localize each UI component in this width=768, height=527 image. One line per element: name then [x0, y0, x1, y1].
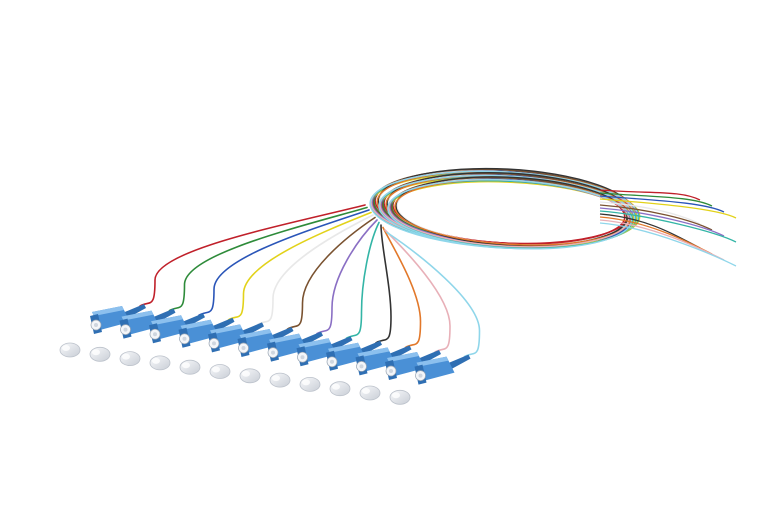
dust-cap: [299, 376, 321, 392]
dust-cap: [389, 389, 411, 405]
dust-cap-highlight: [212, 366, 220, 373]
ferrule-core: [94, 323, 98, 327]
ferrule-core: [271, 350, 275, 355]
fiber-end: [599, 207, 725, 237]
dust-cap-highlight: [62, 345, 70, 351]
fiber-strands: [139, 204, 481, 358]
dust-cap-highlight: [272, 375, 280, 382]
connector-top: [387, 352, 419, 362]
dust-cap: [179, 359, 201, 375]
dust-cap: [329, 381, 351, 397]
fiber-end: [599, 204, 713, 231]
ferrule-core: [330, 359, 334, 364]
dust-cap: [59, 342, 81, 358]
fiber-strand: [384, 229, 451, 353]
dust-cap-highlight: [152, 357, 160, 364]
dust-cap: [209, 364, 231, 379]
dust-cap: [359, 385, 381, 401]
dust-cap-highlight: [392, 392, 400, 399]
dust-cap: [89, 346, 111, 362]
connector-top: [298, 338, 331, 349]
dust-cap-body: [269, 372, 291, 388]
dust-cap-highlight: [122, 353, 130, 360]
fiber-strand: [375, 224, 392, 344]
ferrule-core: [212, 341, 216, 346]
fiber-end: [599, 195, 725, 213]
connector-top: [416, 356, 449, 367]
dust-cap: [149, 355, 171, 371]
dust-cap-highlight: [362, 388, 370, 394]
fiber-strand: [139, 204, 366, 307]
ferrule-core: [241, 346, 246, 350]
coil-loop: [387, 179, 633, 250]
fiber-end: [599, 210, 737, 243]
ferrule-core: [123, 327, 128, 332]
fiber-strand: [168, 206, 368, 312]
fiber-end: [599, 198, 737, 219]
connector-top: [269, 333, 301, 344]
fiber-strand: [386, 231, 481, 358]
coil-loop: [395, 176, 629, 247]
sc-connectors: [90, 304, 471, 385]
ferrule-core: [300, 355, 305, 360]
dust-cap-highlight: [92, 349, 100, 356]
connector-top: [121, 310, 154, 321]
dust-cap-body: [59, 342, 81, 358]
fiber-end: [599, 192, 713, 207]
fiber-strand: [345, 221, 380, 339]
fiber-end: [599, 189, 701, 201]
ferrule-core: [153, 332, 157, 337]
dust-cap-body: [149, 355, 171, 371]
dust-cap-body: [299, 376, 321, 392]
ferrule-core: [359, 364, 364, 369]
fiber-strand: [316, 219, 378, 335]
ferrule-core: [418, 373, 423, 378]
dust-cap-highlight: [242, 370, 250, 377]
connector-top: [151, 315, 183, 326]
dust-cap-body: [119, 351, 141, 367]
connector-top: [180, 319, 213, 330]
dust-cap-body: [89, 346, 111, 362]
dust-cap-body: [239, 368, 261, 384]
dust-cap: [269, 372, 291, 388]
fiber-strand: [257, 214, 374, 326]
dust-cap-body: [389, 389, 411, 405]
ferrule-core: [182, 336, 187, 341]
fiber-strand: [382, 226, 422, 349]
sc-connector: [326, 340, 382, 371]
dust-cap-body: [329, 381, 351, 397]
dust-cap-body: [359, 385, 381, 401]
connector-top: [239, 329, 272, 339]
fiber-end: [599, 222, 737, 267]
dust-cap: [119, 351, 141, 367]
sc-connector: [414, 354, 471, 385]
fiber-strand: [286, 216, 376, 330]
dust-cap-highlight: [332, 383, 340, 390]
loose-fiber-ends: [599, 189, 737, 267]
dust-cap-highlight: [302, 379, 310, 386]
dust-cap-body: [209, 364, 231, 379]
connector-top: [328, 342, 360, 353]
dust-caps: [59, 342, 411, 405]
ferrule-core: [389, 369, 393, 373]
connector-top: [210, 324, 242, 335]
connector-top: [357, 347, 390, 358]
dust-cap: [239, 368, 261, 384]
dust-cap-body: [179, 359, 201, 375]
connector-top: [92, 306, 124, 316]
fiber-strand: [198, 209, 370, 316]
dust-cap-highlight: [182, 362, 190, 369]
fiber-strand: [227, 211, 372, 321]
fiber-end: [599, 201, 701, 225]
